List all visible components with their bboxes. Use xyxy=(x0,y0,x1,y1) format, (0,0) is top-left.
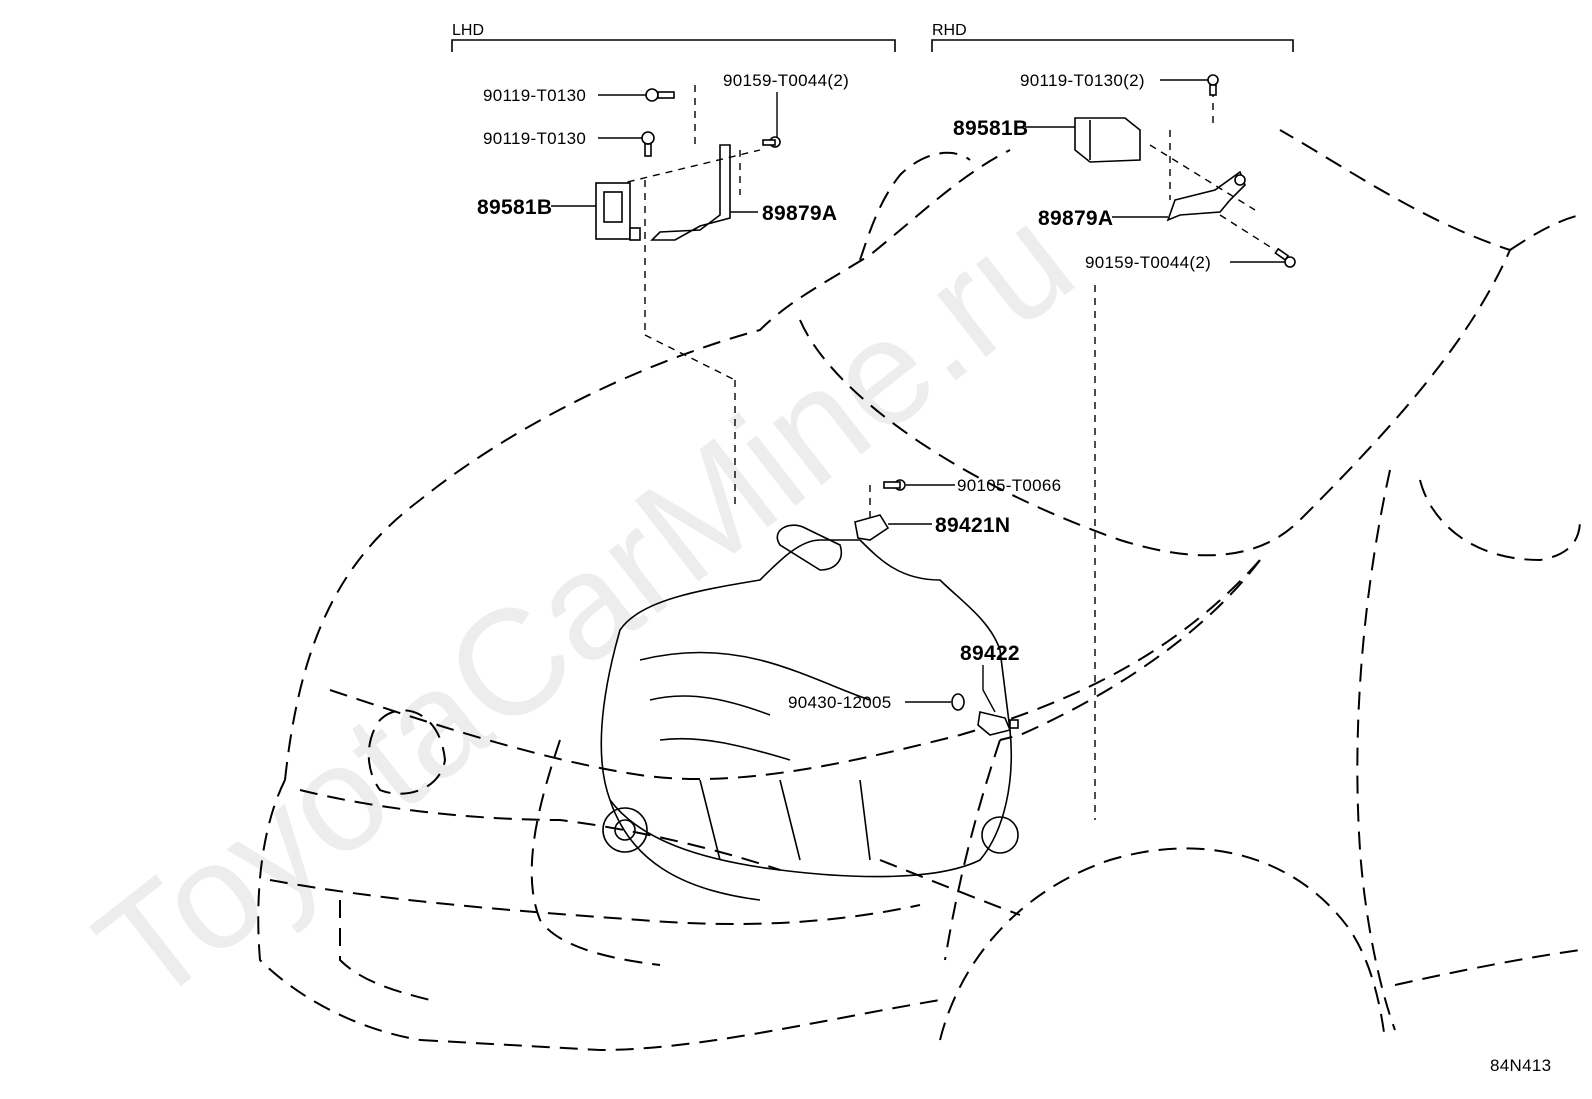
lhd-guide-b xyxy=(644,334,736,381)
rhd-module xyxy=(1074,117,1141,163)
bolt-shank-icon xyxy=(1209,84,1217,96)
front-wheel-arch-lower xyxy=(944,739,1001,961)
label-upper-sensor: 89421N xyxy=(935,514,1010,537)
wheel-arch xyxy=(939,847,1386,1041)
label-lhd-bolt-b: 90119-T0130 xyxy=(483,129,586,148)
front-lower xyxy=(419,999,941,1052)
leader xyxy=(982,665,996,713)
lhd-screw xyxy=(762,136,781,148)
module-body-icon xyxy=(1074,117,1141,163)
a-pillar xyxy=(1509,214,1581,251)
lhd-bracket xyxy=(650,144,731,241)
module-face-icon xyxy=(603,191,623,223)
rhd-section: RHD xyxy=(931,22,1294,52)
rhd-bolt xyxy=(1207,74,1219,96)
front-bumper xyxy=(257,779,421,1041)
label-lhd-module: 89581B xyxy=(477,196,552,219)
label-rhd-module: 89581B xyxy=(953,117,1028,140)
rhd-bracket-line xyxy=(931,39,1294,52)
figure-code: 84N413 xyxy=(1490,1056,1551,1075)
lower-sensor xyxy=(977,711,1019,736)
label-lower-sensor: 89422 xyxy=(960,642,1020,665)
lhd-section: LHD xyxy=(451,22,896,52)
hood-edge xyxy=(329,559,1261,780)
lhd-header: LHD xyxy=(452,22,484,39)
door-lower xyxy=(1394,949,1581,986)
engine-block-outline xyxy=(600,539,1013,878)
fender xyxy=(999,559,1261,741)
rhd-header: RHD xyxy=(932,22,967,39)
throttle-body xyxy=(776,524,842,571)
grille-line xyxy=(299,789,781,871)
bracket-icon xyxy=(1166,170,1246,222)
label-lhd-bracket: 89879A xyxy=(762,202,837,225)
label-lhd-screw: 90159-T0044(2) xyxy=(723,71,849,90)
lhd-parts xyxy=(595,88,781,241)
fog-area xyxy=(339,900,431,1001)
sensor-icon xyxy=(977,711,1012,736)
pulley-hub-icon xyxy=(614,819,636,841)
leader-lines xyxy=(551,79,1285,713)
gasket xyxy=(951,693,965,711)
hood-hinge xyxy=(859,151,971,261)
lhd-bolt-b xyxy=(641,131,655,157)
bolt-shank-icon xyxy=(657,91,675,99)
vehicle-outline xyxy=(257,129,1581,1052)
alternator-icon xyxy=(981,816,1019,854)
mirror xyxy=(1419,479,1581,562)
lhd-bracket-line xyxy=(451,39,896,52)
label-rhd-screw: 90159-T0044(2) xyxy=(1085,253,1211,272)
rhd-screw-guide xyxy=(1219,214,1276,251)
lhd-module-guide xyxy=(614,149,761,186)
intake-manifold xyxy=(639,651,871,761)
engine-bolt xyxy=(883,479,906,491)
rhd-screw xyxy=(1274,247,1296,268)
bracket-icon xyxy=(650,144,731,241)
bumper-line xyxy=(269,879,921,926)
upper-sensor xyxy=(854,514,890,541)
bracket-hole-icon xyxy=(1234,174,1246,186)
sensor-icon xyxy=(854,514,890,541)
label-rhd-bolt: 90119-T0130(2) xyxy=(1020,71,1145,90)
module-connector-icon xyxy=(629,227,641,241)
gasket-ring-icon xyxy=(951,693,965,711)
engine-labels: 90105-T0066 89421N 89422 90430-12005 xyxy=(788,476,1061,712)
engine-bay xyxy=(530,739,661,966)
label-lhd-bolt-a: 90119-T0130 xyxy=(483,86,586,105)
strut-line xyxy=(879,859,1021,916)
engine-assembly xyxy=(600,479,1019,901)
bolt-head-icon xyxy=(641,131,655,145)
sensor-tip-icon xyxy=(1009,719,1019,729)
screw-shank-icon xyxy=(762,139,776,146)
rhd-labels: 90119-T0130(2) 89581B 89879A 90159-T0044… xyxy=(953,71,1211,272)
rhd-parts xyxy=(1074,74,1296,268)
bolt-head-icon xyxy=(1207,74,1219,86)
label-engine-bolt: 90105-T0066 xyxy=(957,476,1061,495)
lhd-bolt-a xyxy=(645,88,675,102)
lhd-module xyxy=(595,182,641,241)
bolt-head-icon xyxy=(645,88,659,102)
guide-lines xyxy=(614,85,1276,820)
headlight xyxy=(367,709,447,795)
rhd-bracket xyxy=(1166,170,1246,222)
watermark: ToyotaCarMine.ru xyxy=(66,174,1102,1035)
engine-lower xyxy=(609,779,871,901)
label-rhd-bracket: 89879A xyxy=(1038,207,1113,230)
label-gasket: 90430-12005 xyxy=(788,693,892,712)
bolt-shank-icon xyxy=(644,143,652,157)
door-edge xyxy=(1356,469,1396,1031)
screw-shank-icon xyxy=(1274,247,1290,262)
bolt-shank-icon xyxy=(883,481,901,489)
hood-outline xyxy=(284,149,1011,781)
pulley-icon xyxy=(602,807,648,853)
lhd-labels: 90119-T0130 90119-T0130 90159-T0044(2) 8… xyxy=(477,71,849,225)
